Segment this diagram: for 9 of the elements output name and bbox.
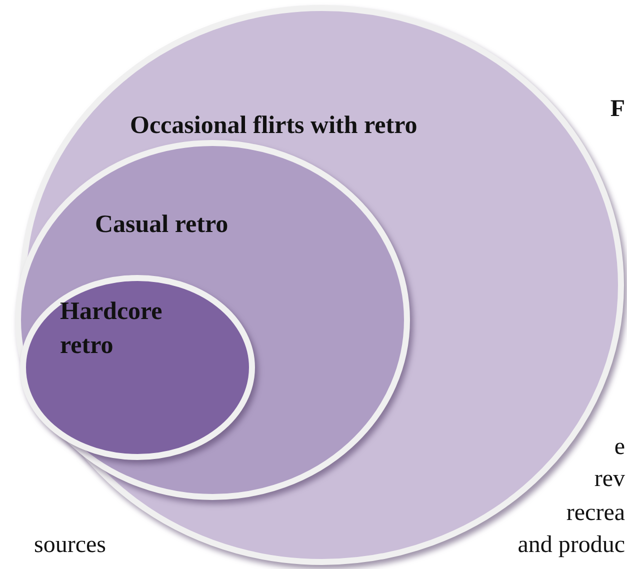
side-text: and produc (518, 532, 625, 559)
side-text: sources (34, 532, 106, 559)
side-text: rev (594, 466, 625, 493)
side-text: e (614, 434, 625, 461)
region-label: Hardcore retro (60, 297, 164, 361)
region-label: Casual retro (95, 210, 230, 240)
side-text: F (610, 96, 625, 123)
region-label: Occasional flirts with retro (130, 111, 418, 141)
side-text: recrea (566, 500, 625, 527)
